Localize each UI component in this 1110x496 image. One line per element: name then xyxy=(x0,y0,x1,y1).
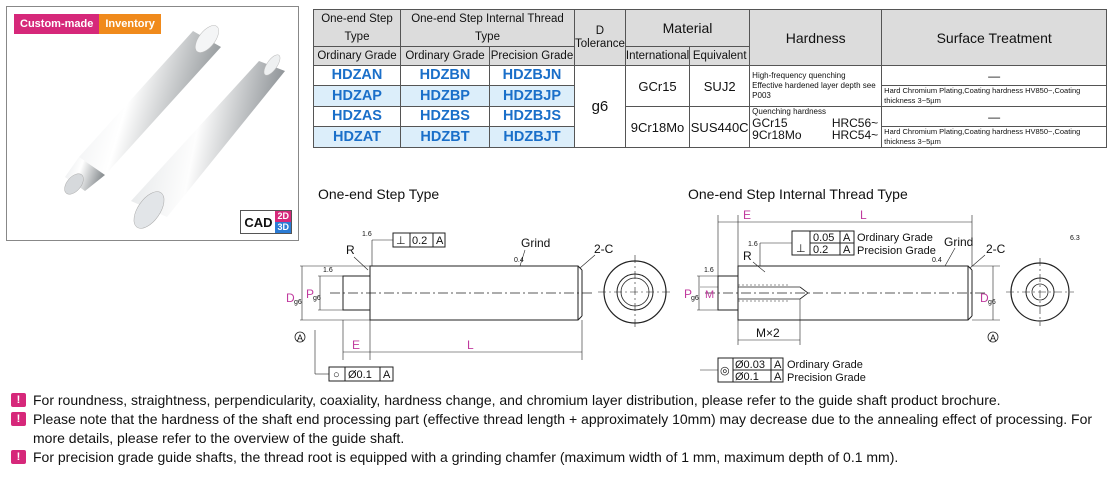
custom-made-badge: Custom-made xyxy=(14,14,100,34)
r-label: R xyxy=(743,249,752,263)
p-sub: g6 xyxy=(691,295,699,302)
datum-label: A xyxy=(990,333,996,343)
technical-drawings: One-end Step Type ⊥ 0.2 A R Grind 2-C 1.… xyxy=(286,186,1080,384)
circ-ref-2: A xyxy=(774,371,782,383)
p-label: P xyxy=(306,287,314,301)
exclamation-icon: ! xyxy=(11,412,26,426)
cad-label: CAD xyxy=(244,214,273,230)
header-hardness: Hardness xyxy=(749,9,883,66)
roughness-label: 6.3 xyxy=(1070,235,1080,242)
material-international: GCr15 xyxy=(624,65,691,107)
d-label: D xyxy=(286,291,295,305)
p-sub: g6 xyxy=(313,295,321,302)
header-material: Material xyxy=(624,9,751,47)
note-item: ! For roundness, straightness, perpendic… xyxy=(8,391,1098,410)
header-equivalent: Equivalent xyxy=(689,46,751,66)
chamfer-label: 2-C xyxy=(594,242,614,256)
circ-symbol: ○ xyxy=(333,369,340,381)
l-label: L xyxy=(467,338,474,352)
grind-label: Grind xyxy=(521,236,550,250)
l-label: L xyxy=(860,208,867,222)
circ-ref-1: A xyxy=(774,359,782,371)
perp-ref-2: A xyxy=(843,244,851,256)
d-label: D xyxy=(980,291,989,305)
circ-symbol: ◎ xyxy=(720,365,730,377)
perp-ref-1: A xyxy=(843,232,851,244)
part-number-link[interactable]: HDZAN xyxy=(313,65,401,86)
shaft-illustration xyxy=(64,25,285,229)
perp-symbol: ⊥ xyxy=(396,235,406,247)
note-item: ! Please note that the hardness of the s… xyxy=(8,410,1098,448)
e-label: E xyxy=(352,338,360,352)
note-text: Please note that the hardness of the sha… xyxy=(33,411,1093,446)
roughness-label: 1.6 xyxy=(323,267,333,274)
part-number-link[interactable]: HDZBJP xyxy=(489,85,575,107)
surface-chrome: Hard Chromium Plating,Coating hardness H… xyxy=(881,85,1108,107)
cad-3d: 3D xyxy=(275,222,291,233)
part-number-link[interactable]: HDZAT xyxy=(313,126,401,148)
product-photo: Custom-made Inventory CAD 2D xyxy=(6,6,299,241)
part-number-link[interactable]: HDZAP xyxy=(313,85,401,107)
part-number-link[interactable]: HDZBJN xyxy=(489,65,575,86)
material-equivalent: SUS440C xyxy=(689,106,751,148)
exclamation-icon: ! xyxy=(11,450,26,464)
part-number-link[interactable]: HDZBJT xyxy=(489,126,575,148)
surface-chrome: Hard Chromium Plating,Coating hardness H… xyxy=(881,126,1108,148)
roughness-label: 1.6 xyxy=(748,241,758,248)
drawing-title-thread: One-end Step Internal Thread Type xyxy=(688,186,908,202)
roughness-label: 1.6 xyxy=(362,231,372,238)
datum-label: A xyxy=(297,333,303,343)
p-label: P xyxy=(684,287,692,301)
badges: Custom-made Inventory xyxy=(14,14,161,34)
d-sub: g6 xyxy=(294,299,302,306)
spec-table: One-end Step Type One-end Step Internal … xyxy=(313,9,1108,148)
circ-ordinary-label: Ordinary Grade xyxy=(787,359,863,371)
cad-2d: 2D xyxy=(275,211,291,222)
cad-download-badge[interactable]: CAD 2D 3D xyxy=(240,210,292,234)
roughness-label: 0.4 xyxy=(514,257,524,264)
material-international: 9Cr18Mo xyxy=(624,106,691,148)
inventory-badge: Inventory xyxy=(99,14,161,34)
circ-precision-label: Precision Grade xyxy=(787,372,866,384)
circ-ref: A xyxy=(383,369,391,381)
perp-ref: A xyxy=(436,235,444,247)
circ-value-2: Ø0.1 xyxy=(735,371,759,383)
part-number-link[interactable]: HDZBP xyxy=(400,85,490,107)
grind-label: Grind xyxy=(944,235,973,249)
ordinary-grade-label: Ordinary Grade xyxy=(857,232,933,244)
part-number-link[interactable]: HDZBT xyxy=(400,126,490,148)
perp-value-1: 0.05 xyxy=(813,232,834,244)
note-text: For precision grade guide shafts, the th… xyxy=(33,449,899,465)
note-text: For roundness, straightness, perpendicul… xyxy=(33,392,1001,408)
roughness-label: 1.6 xyxy=(704,267,714,274)
header-internal-thread: One-end Step Internal Thread Type xyxy=(400,9,575,47)
header-one-end-step: One-end Step Type xyxy=(313,9,401,47)
note-item: ! For precision grade guide shafts, the … xyxy=(8,448,1098,467)
circ-value: Ø0.1 xyxy=(348,369,372,381)
perp-value: 0.2 xyxy=(412,235,427,247)
drawing-title-step: One-end Step Type xyxy=(318,186,439,202)
e-label: E xyxy=(743,208,751,222)
perp-value-2: 0.2 xyxy=(813,244,828,256)
m-label: M xyxy=(705,289,714,301)
precision-grade-label: Precision Grade xyxy=(857,245,936,257)
d-sub: g6 xyxy=(988,299,996,306)
r-label: R xyxy=(346,243,355,257)
chamfer-label: 2-C xyxy=(986,242,1006,256)
exclamation-icon: ! xyxy=(11,393,26,407)
mx2-label: M×2 xyxy=(756,326,780,340)
notes: ! For roundness, straightness, perpendic… xyxy=(8,391,1098,467)
circ-value-1: Ø0.03 xyxy=(735,359,765,371)
tolerance-cell: g6 xyxy=(574,65,626,148)
perp-symbol: ⊥ xyxy=(796,243,806,255)
roughness-label: 0.4 xyxy=(932,257,942,264)
